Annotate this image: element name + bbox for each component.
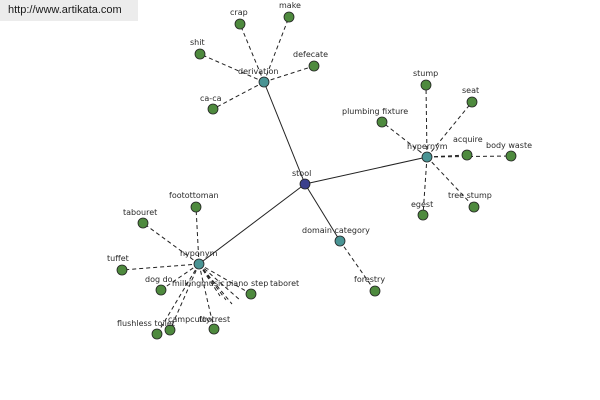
edge-hyponym-to-footottoman — [195, 206, 200, 265]
edge-derivation-to-defecate — [263, 65, 315, 83]
label-step-stool[interactable]: step — [251, 279, 268, 288]
node-acquire[interactable] — [461, 149, 473, 161]
edge-hyponym-to-campcutty — [169, 263, 200, 331]
edge-hyponym-to-piano-stool — [198, 263, 233, 305]
edge-stool-to-hyponym — [198, 183, 306, 265]
node-defecate[interactable] — [308, 60, 320, 72]
edge-stool-to-hypernym — [304, 156, 428, 185]
node-egest[interactable] — [417, 209, 429, 221]
label-tabouret[interactable]: tabouret — [123, 208, 157, 217]
edge-stool-to-domain-category — [304, 183, 341, 242]
label-forestry[interactable]: forestry — [354, 275, 385, 284]
label-derivation[interactable]: derivation — [238, 67, 278, 76]
node-forestry[interactable] — [369, 285, 381, 297]
label-footottoman[interactable]: footottoman — [169, 191, 219, 200]
edge-hyponym-to-dog-do — [160, 263, 200, 291]
node-make[interactable] — [283, 11, 295, 23]
label-milking-stool[interactable]: milking — [172, 279, 201, 288]
label-footrest[interactable]: footrest — [199, 315, 230, 324]
label-music-stool[interactable]: music — [201, 279, 225, 288]
label-egest[interactable]: egest — [411, 200, 433, 209]
label-flushless-toilet[interactable]: flushless toilet — [117, 319, 175, 328]
edge-hypernym-to-acquire — [426, 154, 468, 158]
edge-domain-category-to-forestry — [339, 240, 376, 292]
label-campcutty[interactable]: campcutty — [168, 315, 211, 324]
label-shit[interactable]: shit — [190, 38, 205, 47]
edge-hyponym-to-milking-stool — [198, 263, 221, 297]
node-hypernym[interactable] — [421, 151, 433, 163]
label-dog-do[interactable]: dog do — [145, 275, 173, 284]
node-stool[interactable] — [299, 178, 311, 190]
edge-hypernym-to-tree-stump — [426, 156, 475, 208]
edge-derivation-to-shit — [199, 53, 265, 83]
node-hyponym[interactable] — [193, 258, 205, 270]
node-ca-ca[interactable] — [207, 103, 219, 115]
node-tabouret[interactable] — [137, 217, 149, 229]
label-tree-stump[interactable]: tree stump — [448, 191, 492, 200]
node-campcutty[interactable] — [164, 324, 176, 336]
label-plumbing-fixture[interactable]: plumbing fixture — [342, 107, 408, 116]
edge-hyponym-to-step-stool — [198, 263, 241, 301]
node-domain-category[interactable] — [334, 235, 346, 247]
node-plumbing-fixture[interactable] — [376, 116, 388, 128]
label-domain-category[interactable]: domain category — [302, 226, 370, 235]
label-hyponym[interactable]: hyponym — [180, 249, 218, 258]
node-shit[interactable] — [194, 48, 206, 60]
label-stool[interactable]: stool — [292, 169, 311, 178]
edge-derivation-to-make — [263, 16, 290, 83]
node-derivation[interactable] — [258, 76, 270, 88]
node-body-waste[interactable] — [505, 150, 517, 162]
node-footrest[interactable] — [208, 323, 220, 335]
edge-hyponym-to-taboret — [198, 263, 252, 295]
edge-hyponym-to-tabouret — [142, 222, 200, 265]
label-defecate[interactable]: defecate — [293, 50, 328, 59]
edge-hyponym-to-tuffet — [121, 263, 200, 271]
label-seat[interactable]: seat — [462, 86, 479, 95]
label-hypernym[interactable]: hypernym — [407, 142, 448, 151]
edge-hypernym-to-seat — [426, 101, 473, 158]
label-tuffet[interactable]: tuffet — [107, 254, 129, 263]
node-flushless-toilet[interactable] — [151, 328, 163, 340]
node-dog-do[interactable] — [155, 284, 167, 296]
label-crap[interactable]: crap — [230, 8, 248, 17]
node-tree-stump[interactable] — [468, 201, 480, 213]
label-ca-ca[interactable]: ca-ca — [200, 94, 222, 103]
label-body-waste[interactable]: body waste — [486, 141, 532, 150]
label-acquire[interactable]: acquire — [453, 135, 483, 144]
label-make[interactable]: make — [279, 1, 301, 10]
edge-hypernym-to-stump — [425, 84, 428, 158]
node-tuffet[interactable] — [116, 264, 128, 276]
node-seat[interactable] — [466, 96, 478, 108]
edge-derivation-to-crap — [239, 23, 265, 83]
label-piano-stool[interactable]: piano — [226, 279, 248, 288]
node-taboret[interactable] — [245, 288, 257, 300]
edge-derivation-to-ca-ca — [212, 81, 265, 110]
edge-hypernym-to-egest — [422, 156, 428, 216]
edge-stool-to-derivation — [263, 81, 306, 185]
node-crap[interactable] — [234, 18, 246, 30]
source-url-banner[interactable]: http://www.artikata.com — [0, 0, 138, 21]
label-stump[interactable]: stump — [413, 69, 438, 78]
node-footottoman[interactable] — [190, 201, 202, 213]
node-stump[interactable] — [420, 79, 432, 91]
nodes-layer — [116, 11, 517, 340]
label-taboret[interactable]: taboret — [270, 279, 299, 288]
labels-layer: stool derivation crap make shit defecate ca-ca… — [107, 1, 532, 328]
edge-hypernym-to-plumbing-fixture — [381, 121, 428, 158]
